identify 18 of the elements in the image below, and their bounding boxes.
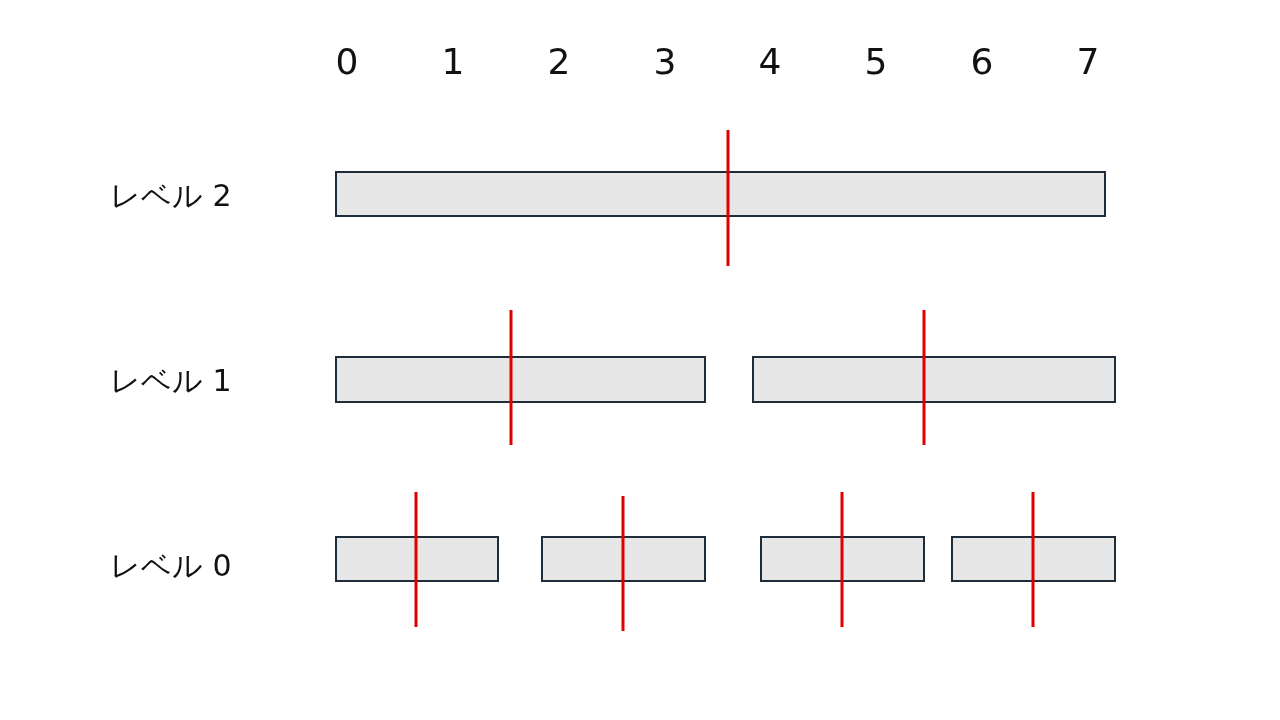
scale-number: 1 (441, 44, 465, 80)
bar (335, 536, 499, 582)
bar (760, 536, 925, 582)
level-label: レベル 0 (110, 551, 232, 581)
scale-number: 2 (547, 44, 571, 80)
level-label: レベル 1 (110, 366, 232, 396)
scale-number: 0 (335, 44, 359, 80)
bar (752, 356, 1116, 403)
bar (335, 356, 706, 403)
bar (541, 536, 706, 582)
scale-number: 7 (1076, 44, 1100, 80)
scale-number: 6 (970, 44, 994, 80)
bar (951, 536, 1116, 582)
level-label: レベル 2 (110, 181, 232, 211)
bar (335, 171, 1106, 217)
scale-number: 3 (653, 44, 677, 80)
scale-number: 5 (864, 44, 888, 80)
scale-number: 4 (758, 44, 782, 80)
